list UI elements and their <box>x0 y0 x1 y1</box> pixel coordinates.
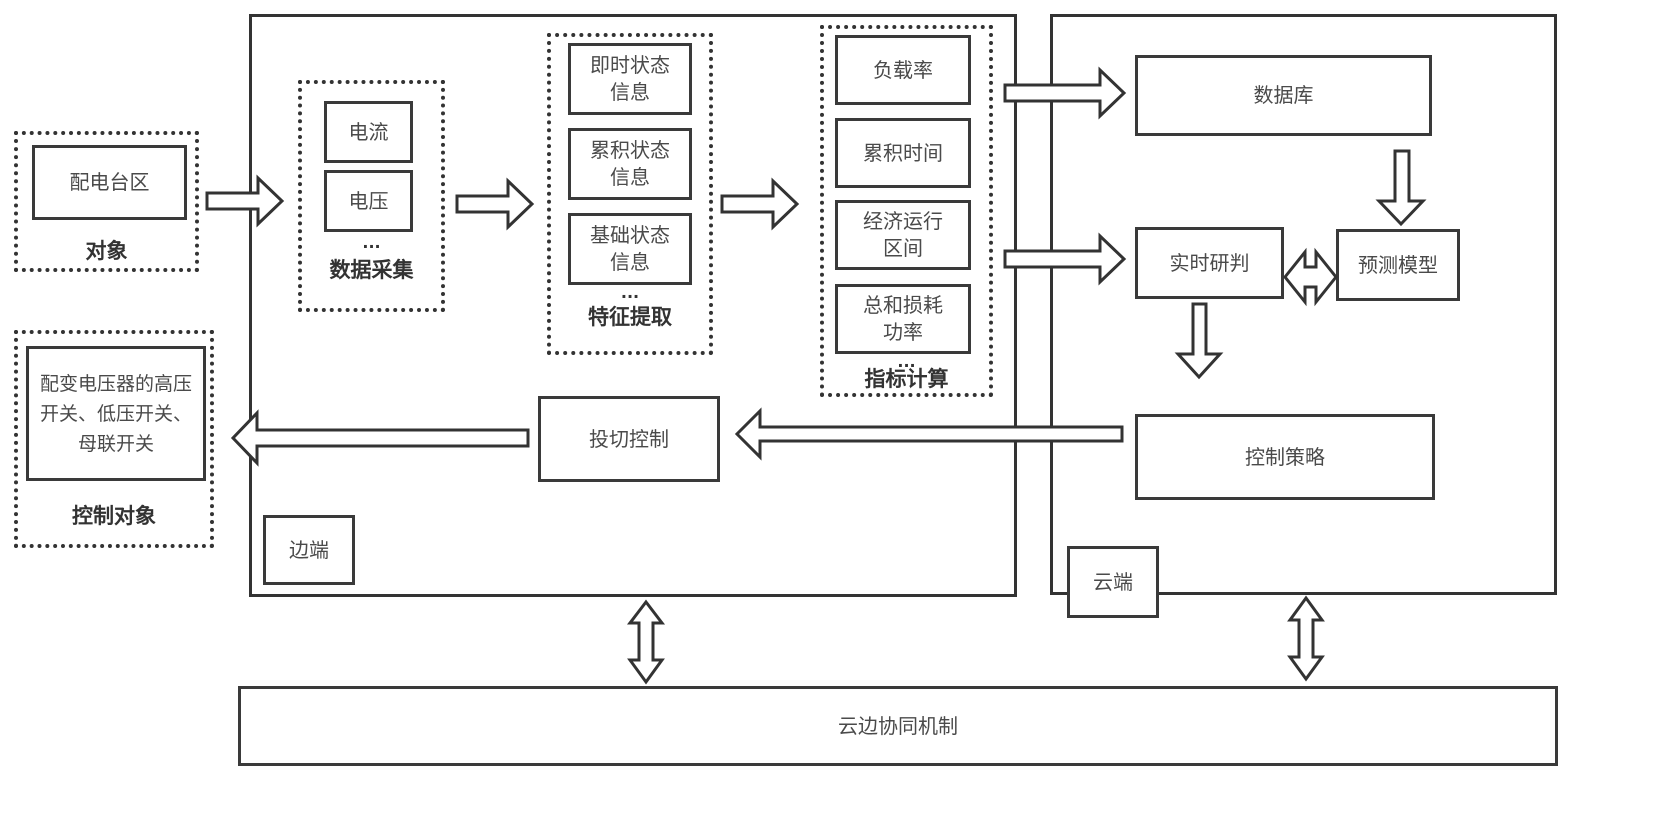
cloud-label-box: 云端 <box>1067 546 1159 618</box>
arrow-cloud-mechanism <box>1287 595 1325 682</box>
object-group-label: 对象 <box>85 239 128 263</box>
data-collection-group: 电流 电压 ... 数据采集 <box>298 80 445 312</box>
voltage-node[interactable]: 电压 <box>324 170 413 232</box>
feature-extraction-ellipsis: ... <box>620 283 640 302</box>
database-text: 数据库 <box>1253 83 1314 107</box>
cumulative-time-text: 累积时间 <box>863 140 943 165</box>
data-collection-label: 数据采集 <box>329 258 414 282</box>
arrow-index-to-database <box>1003 66 1127 120</box>
index-calculation-ellipsis: ... <box>897 352 916 371</box>
realtime-judgment-node[interactable]: 实时研判 <box>1135 227 1284 299</box>
arrow-edge-mechanism <box>626 599 666 685</box>
realtime-judgment-text: 实时研判 <box>1169 250 1250 275</box>
basic-state-text: 基础状态信息 <box>590 223 670 274</box>
prediction-model-node[interactable]: 预测模型 <box>1336 229 1460 301</box>
economic-range-node[interactable]: 经济运行区间 <box>835 200 971 270</box>
load-rate-text: 负载率 <box>873 57 933 82</box>
feature-extraction-label: 特征提取 <box>588 305 672 329</box>
load-rate-node[interactable]: 负载率 <box>835 35 971 105</box>
edge-label-text: 边端 <box>289 537 329 562</box>
instant-state-text: 即时状态信息 <box>590 53 670 104</box>
current-text: 电流 <box>348 119 389 144</box>
transformer-switches-node[interactable]: 配变电压器的高压开关、低压开关、母联开关 <box>26 346 206 481</box>
cumulative-state-text: 累积状态信息 <box>590 138 670 189</box>
database-node[interactable]: 数据库 <box>1135 55 1432 136</box>
current-node[interactable]: 电流 <box>324 101 413 163</box>
cumulative-time-node[interactable]: 累积时间 <box>835 118 971 188</box>
economic-range-text: 经济运行区间 <box>863 209 943 260</box>
switch-control-node[interactable]: 投切控制 <box>538 396 720 482</box>
prediction-model-text: 预测模型 <box>1358 252 1438 277</box>
total-loss-text: 总和损耗功率 <box>863 293 943 344</box>
arrow-object-to-collection <box>205 174 285 228</box>
transformer-switches-text: 配变电压器的高压开关、低压开关、母联开关 <box>39 372 192 455</box>
cumulative-state-node[interactable]: 累积状态信息 <box>568 128 692 200</box>
arrow-strategy-to-switch <box>734 407 1124 461</box>
cloud-edge-mechanism-text: 云边协同机制 <box>838 713 958 738</box>
arrow-database-to-prediction <box>1375 149 1427 227</box>
index-calculation-group: 负载率 累积时间 经济运行区间 总和损耗功率 ... 指标计算 <box>820 25 993 397</box>
object-group: 配电台区 对象 <box>14 131 199 272</box>
switch-control-text: 投切控制 <box>589 426 669 451</box>
edge-label-box: 边端 <box>263 515 355 585</box>
arrow-index-to-realtime <box>1003 232 1127 286</box>
arrow-realtime-prediction <box>1283 247 1338 307</box>
arrow-realtime-to-strategy <box>1174 302 1224 380</box>
control-object-group: 配变电压器的高压开关、低压开关、母联开关 控制对象 <box>14 330 214 548</box>
cloud-container <box>1050 14 1557 595</box>
arrow-switch-to-control-object <box>230 409 530 467</box>
voltage-text: 电压 <box>348 188 389 213</box>
instant-state-node[interactable]: 即时状态信息 <box>568 43 692 115</box>
cloud-edge-mechanism-node[interactable]: 云边协同机制 <box>238 686 1558 766</box>
basic-state-node[interactable]: 基础状态信息 <box>568 213 692 285</box>
cloud-label-text: 云端 <box>1093 569 1133 594</box>
data-collection-ellipsis: ... <box>362 233 381 252</box>
control-object-label: 控制对象 <box>72 504 156 528</box>
distribution-area-text: 配电台区 <box>69 170 150 194</box>
control-strategy-text: 控制策略 <box>1245 444 1325 469</box>
distribution-area-node[interactable]: 配电台区 <box>32 145 187 220</box>
feature-extraction-group: 即时状态信息 累积状态信息 基础状态信息 ... 特征提取 <box>547 33 713 355</box>
arrow-feature-to-index <box>720 177 800 231</box>
total-loss-node[interactable]: 总和损耗功率 <box>835 284 971 354</box>
control-strategy-node[interactable]: 控制策略 <box>1135 414 1435 500</box>
arrow-collection-to-feature <box>455 177 535 231</box>
index-calculation-label: 指标计算 <box>864 367 949 391</box>
edge-container <box>249 14 1017 597</box>
